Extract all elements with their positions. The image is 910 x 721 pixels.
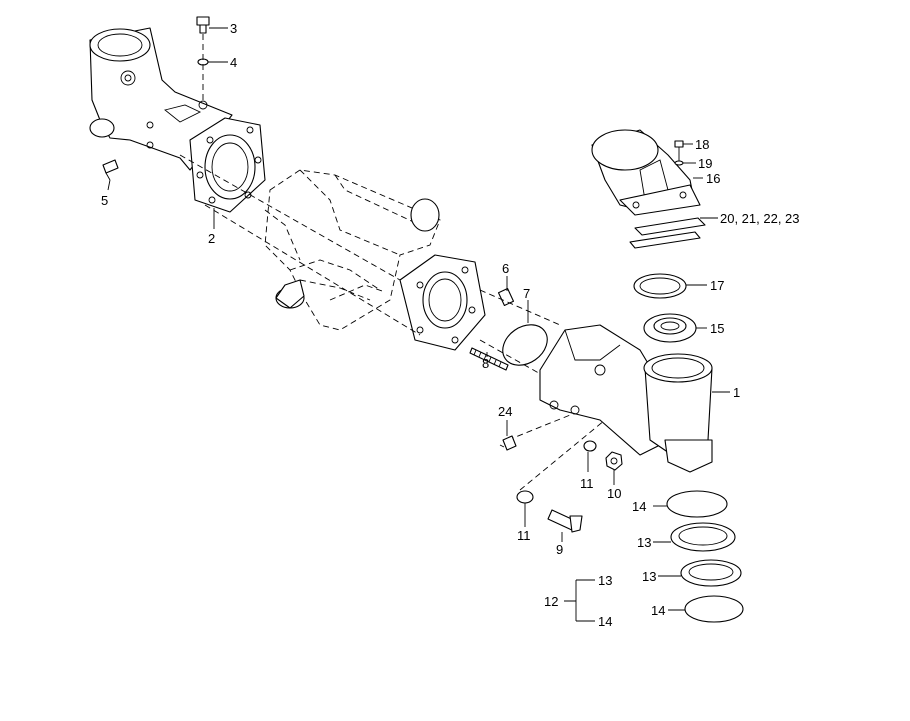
gasket-7 [502, 324, 548, 366]
ring-13-lower [680, 559, 742, 587]
callout-10: 10 [607, 486, 621, 501]
callout-16: 16 [706, 171, 720, 186]
left-flange [189, 117, 266, 213]
left-knuckle-housing [89, 27, 233, 171]
callout-11-left: 11 [517, 528, 531, 543]
callout-17: 17 [710, 278, 724, 293]
dowel-pin-6 [497, 287, 515, 307]
callout-15: 15 [710, 321, 724, 336]
callout-1: 1 [733, 385, 740, 400]
callout-7: 7 [523, 286, 530, 301]
callout-19: 19 [698, 156, 712, 171]
callout-3: 3 [230, 21, 237, 36]
callout-11-right: 11 [580, 476, 594, 491]
grease-fitting-24 [499, 435, 517, 451]
callout-12: 12 [544, 594, 558, 609]
callout-6: 6 [502, 261, 509, 276]
callout-12-14: 14 [598, 614, 612, 629]
callout-12-13: 13 [598, 573, 612, 588]
nut-10 [605, 451, 623, 471]
center-flange [399, 254, 486, 351]
ring-13-upper [670, 522, 736, 552]
disc-14-lower [684, 595, 744, 623]
washer-19 [674, 160, 684, 166]
callout-20-21-22-23: 20, 21, 22, 23 [720, 211, 800, 226]
disc-14-upper [666, 490, 728, 518]
right-knuckle-housing [539, 324, 713, 473]
callout-4: 4 [230, 55, 237, 70]
plug-5 [102, 159, 119, 181]
ring-17 [633, 273, 687, 299]
callout-14-lower: 14 [651, 603, 665, 618]
leader-lines [107, 27, 730, 622]
bearing-15 [643, 313, 697, 343]
callout-13-lower: 13 [642, 569, 656, 584]
shims-20-23 [629, 217, 706, 249]
top-cap-16 [591, 129, 701, 216]
callout-2: 2 [208, 231, 215, 246]
axle-housing [264, 169, 441, 331]
callout-24: 24 [498, 404, 512, 419]
callout-14-upper: 14 [632, 499, 646, 514]
stud-8 [469, 347, 509, 371]
callout-8: 8 [482, 356, 489, 371]
washer-11-left [516, 490, 534, 504]
callout-5: 5 [101, 193, 108, 208]
callout-9: 9 [556, 542, 563, 557]
callout-18: 18 [695, 137, 709, 152]
washer-11-right [583, 440, 597, 452]
callout-13-upper: 13 [637, 535, 651, 550]
callout-labels: 3 4 5 2 6 7 8 1 17 15 18 19 16 20, 21, 2… [101, 21, 800, 629]
screw-3 [196, 16, 210, 34]
bolt-9 [547, 509, 583, 533]
